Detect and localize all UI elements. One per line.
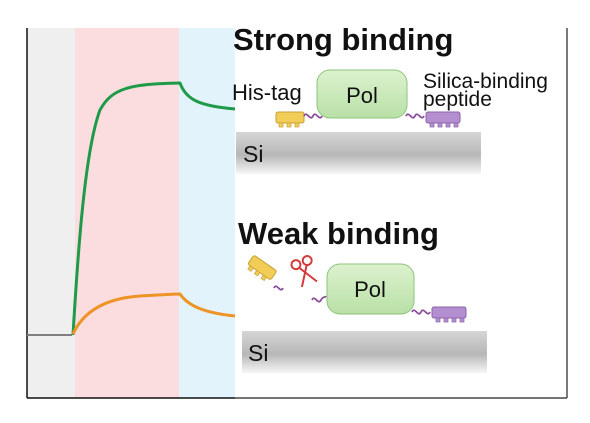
his-tag-block: [275, 111, 305, 128]
weak-binding-curve: [71, 292, 236, 335]
pol-label: Pol: [346, 83, 378, 108]
sensorgram-panel: [26, 28, 236, 399]
baseline-phase-band: [27, 28, 75, 398]
weak-binding-title: Weak binding: [238, 216, 439, 251]
weak-silica-linker: [411, 309, 431, 315]
weak-pol-linker: [311, 295, 327, 303]
his-tag-linker: [303, 113, 323, 119]
silica-binding-peptide-block: [425, 111, 461, 128]
peptide-label: peptide: [423, 88, 492, 111]
strong-binding-title: Strong binding: [233, 22, 453, 57]
weak-silica-peptide-block: [431, 306, 467, 323]
silica-binding-label: Silica-binding: [423, 70, 548, 93]
strong-binding-schematic: Strong binding His-tag Pol Silica-bindin…: [232, 22, 548, 174]
silicon-label: Si: [243, 141, 263, 167]
weak-silicon-surface: [242, 331, 487, 373]
strong-binding-curve: [71, 81, 236, 336]
weak-pol-protein: [326, 263, 415, 315]
cleaved-his-tag-block: [247, 255, 277, 282]
weak-binding-schematic: Weak binding Pol Si: [238, 216, 487, 373]
his-tag-label: His-tag: [232, 80, 302, 105]
cleaved-linker: [273, 285, 284, 291]
silica-peptide-linker: [405, 113, 425, 119]
silicon-surface: [236, 132, 481, 174]
weak-silicon-label: Si: [248, 340, 268, 366]
scissors-icon: [290, 255, 318, 288]
dissociation-phase-band: [179, 28, 235, 398]
pol-protein: [316, 69, 408, 119]
weak-pol-label: Pol: [354, 277, 386, 302]
